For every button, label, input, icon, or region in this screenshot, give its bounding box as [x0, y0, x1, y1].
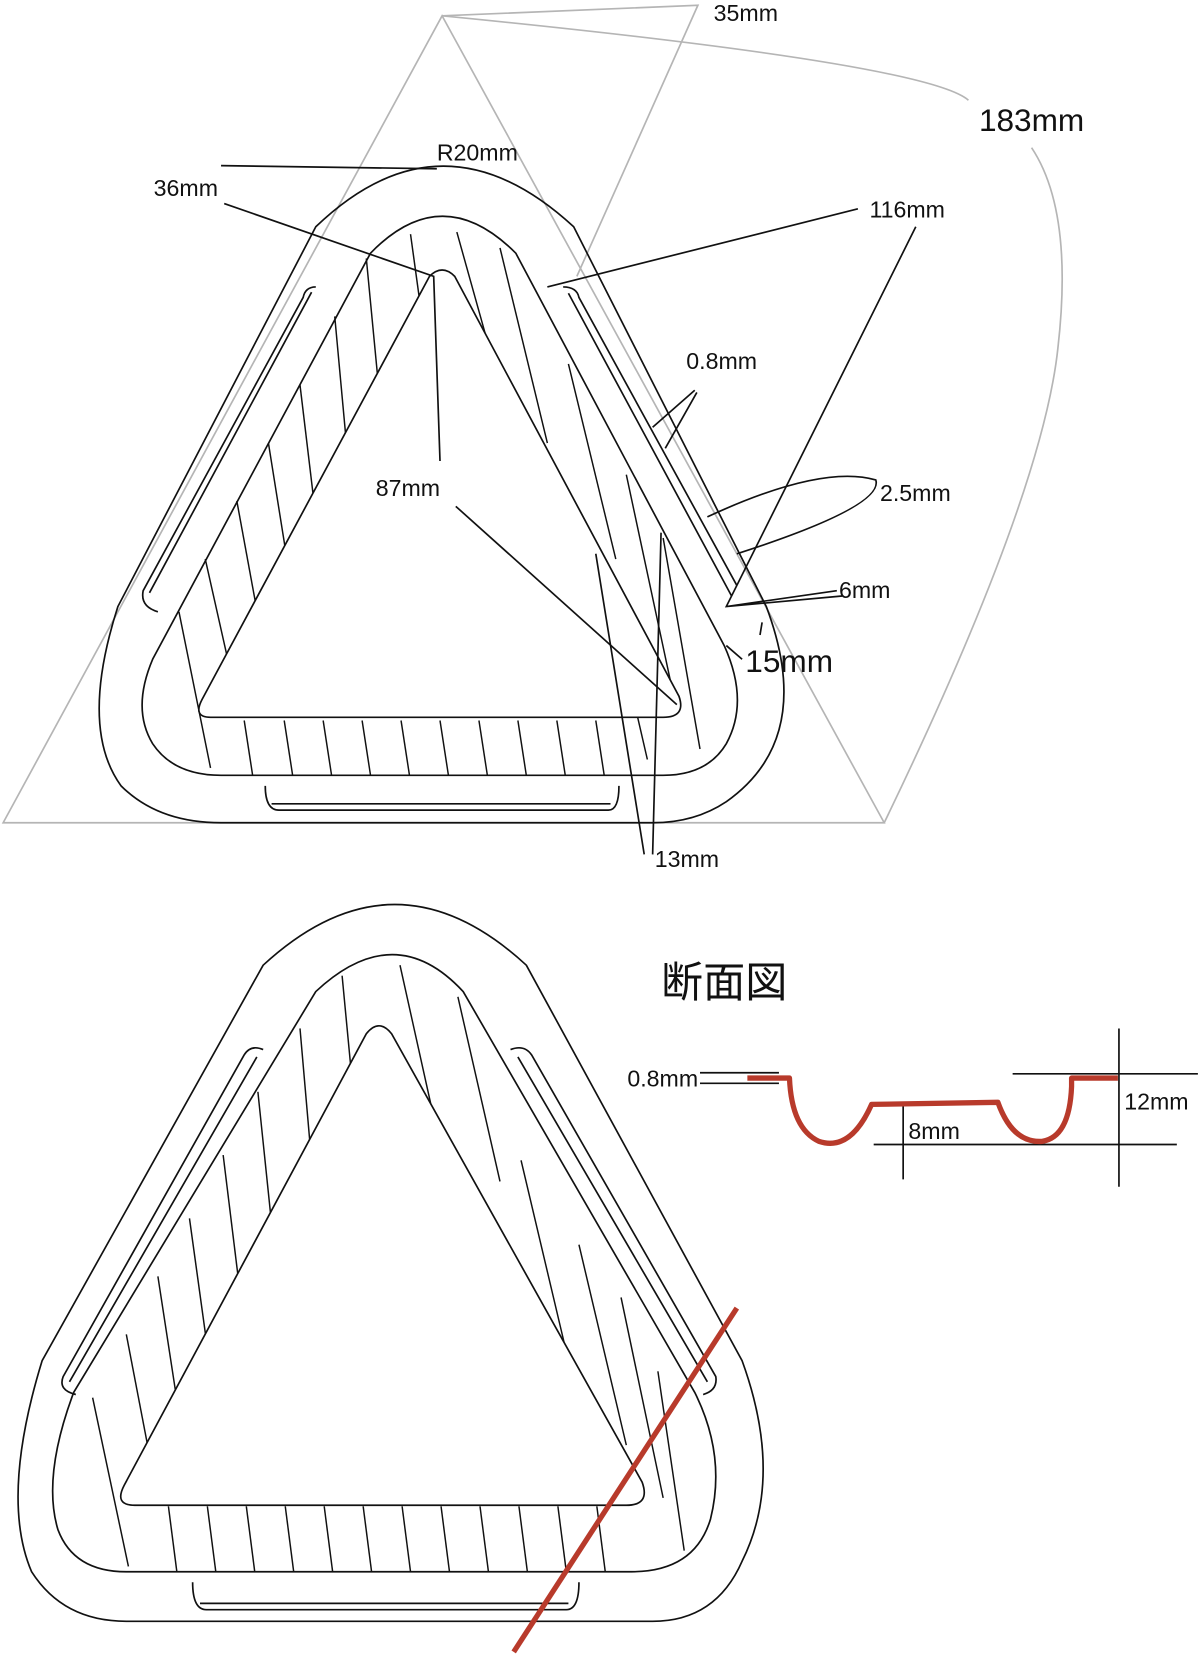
channel-brackets: [141, 286, 738, 811]
inner-rim: [51, 953, 717, 1573]
section-cut-line: [511, 1306, 740, 1654]
cross-section: 断面図 0.8mm 12mm 8mm: [627, 958, 1198, 1187]
dimension-lines: [700, 1028, 1198, 1187]
label-2-5mm: 2.5mm: [880, 480, 951, 506]
label-r20mm: R20mm: [437, 139, 518, 165]
inner-rim: [141, 215, 739, 777]
outer-rim: [17, 903, 764, 1623]
label-87mm: 87mm: [376, 475, 440, 501]
width-35-guide: [442, 4, 700, 277]
outer-rim: [98, 165, 785, 824]
top-view: 35mm 183mm R20mm 36mm 116mm 0.8mm 87mm 2…: [1, 0, 1084, 872]
label-0-8mm: 0.8mm: [686, 348, 757, 374]
channel-brackets: [61, 1046, 717, 1611]
section-profile: [747, 1075, 1118, 1146]
label-8mm: 8mm: [908, 1118, 959, 1144]
inner-triangle: [119, 1025, 646, 1507]
label-116mm: 116mm: [869, 196, 944, 222]
label-36mm: 36mm: [154, 175, 218, 201]
label-0-8mm: 0.8mm: [627, 1065, 698, 1091]
bottom-view: [17, 903, 764, 1654]
label-12mm: 12mm: [1124, 1089, 1188, 1115]
label-183mm: 183mm: [979, 102, 1084, 138]
section-title: 断面図: [661, 958, 787, 1007]
label-13mm: 13mm: [655, 846, 719, 872]
label-35mm: 35mm: [714, 0, 778, 26]
inner-triangle: [198, 269, 682, 719]
height-183-guide: [442, 14, 1064, 824]
label-6mm: 6mm: [839, 577, 890, 603]
label-15mm: 15mm: [745, 643, 833, 679]
dimension-leaders: [221, 164, 917, 855]
hatching: [178, 231, 701, 776]
hatching: [91, 965, 685, 1572]
